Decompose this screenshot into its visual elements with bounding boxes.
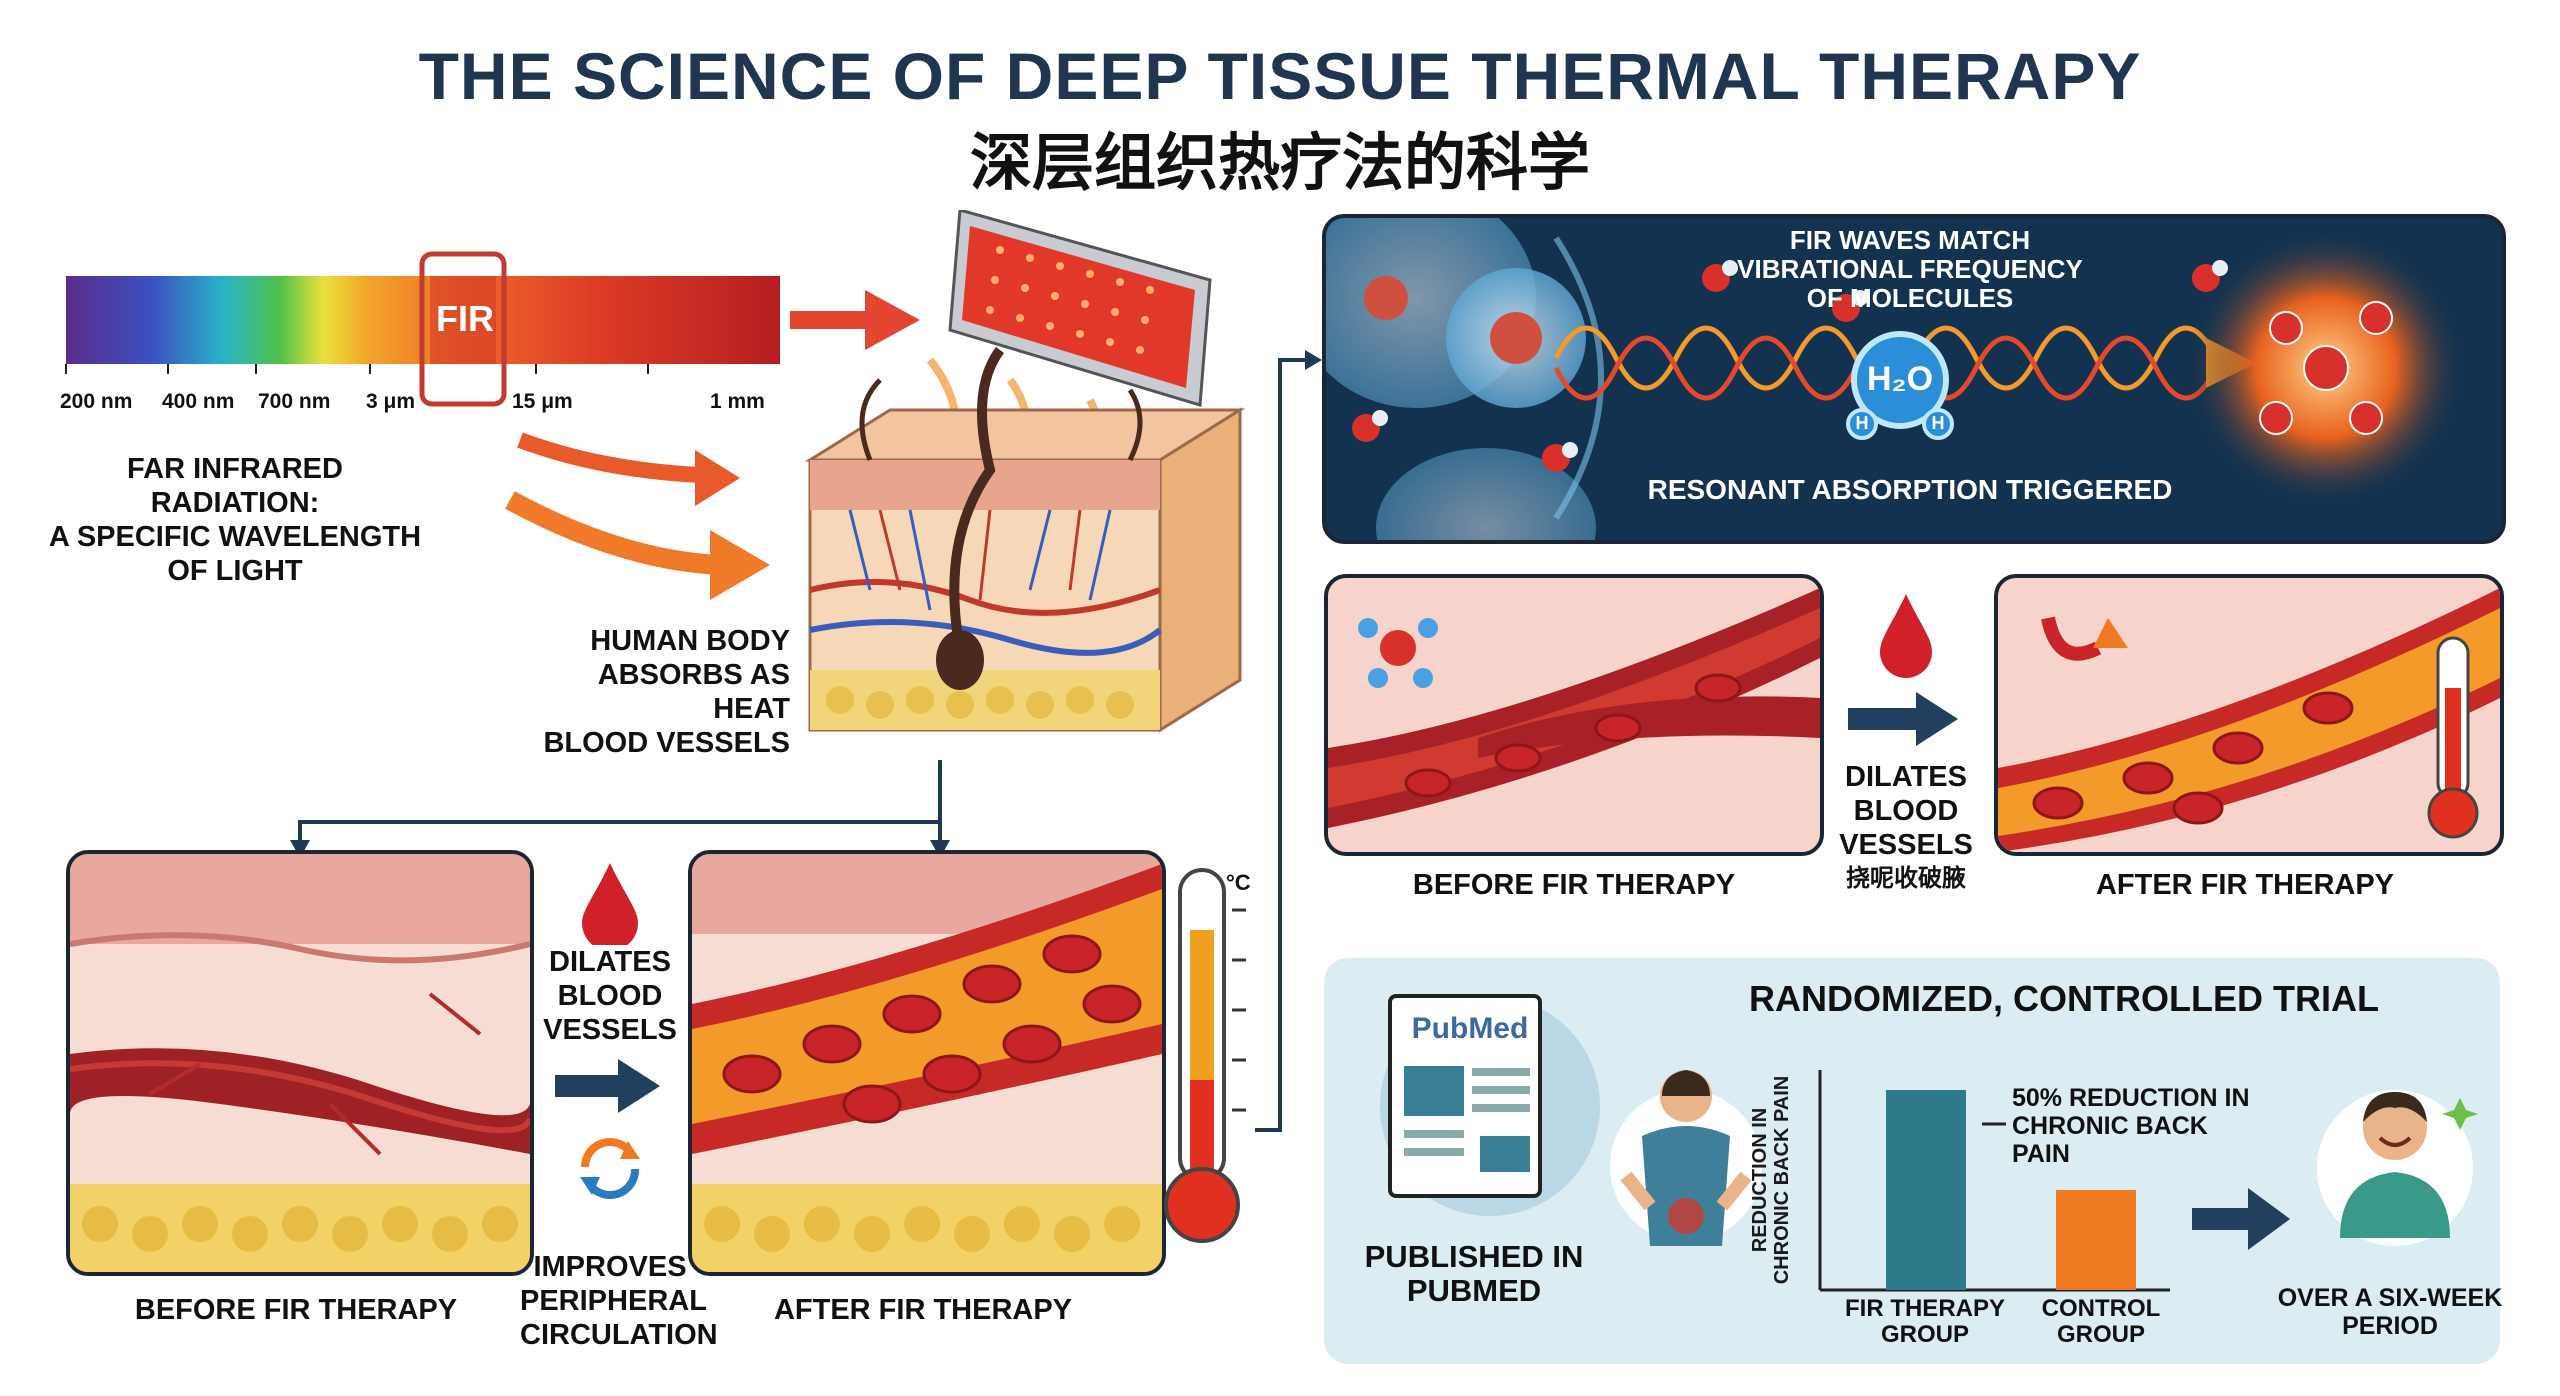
right-after-panel [1994, 574, 2504, 856]
heat-lamp [948, 210, 1212, 407]
circulation-cycle-icon [580, 1138, 640, 1200]
page-subtitle: 深层组织热疗法的科学 [969, 129, 1590, 198]
right-after-label: AFTER FIR THERAPY [2095, 869, 2395, 901]
left-after-panel [688, 850, 1166, 1276]
callout-line [1982, 1122, 2006, 1126]
hydrogen-label: H [1931, 413, 1945, 433]
hydrogen-label: H [1855, 413, 1869, 433]
fir-band-label: FIR [436, 298, 494, 339]
spectrum-caption: FAR INFRARED RADIATION:A SPECIFIC WAVELE… [48, 453, 422, 587]
water-label: H₂O [1866, 360, 1934, 398]
tick-label: 400 nm [162, 390, 235, 413]
water-molecule-icon [1846, 331, 1954, 440]
back-pain-person-icon [1610, 1070, 1762, 1246]
blood-drop-icon [1880, 594, 1932, 678]
right-before-panel [1324, 574, 1824, 856]
left-after-label: AFTER FIR THERAPY [773, 1294, 1073, 1326]
left-before-panel [66, 850, 534, 1276]
blood-drop-icon [582, 863, 638, 945]
tick-label: 15 μm [512, 390, 573, 413]
fir-arrows [505, 290, 920, 600]
bar-fir-therapy [1886, 1090, 1966, 1290]
page-title: THE SCIENCE OF DEEP TISSUE THERMAL THERA… [418, 39, 2142, 113]
happy-person-icon [2317, 1090, 2478, 1246]
tick-label: 700 nm [258, 390, 331, 413]
tick-label: 200 nm [60, 390, 133, 413]
arrow-right-icon [2192, 1188, 2290, 1250]
molecule-footer: RESONANT ABSORPTION TRIGGERED [1647, 474, 2173, 505]
spectrum-section [60, 250, 800, 430]
pubmed-logo: PubMed [1411, 1012, 1529, 1045]
molecule-icon [1358, 618, 1438, 688]
trial-bar-chart [1818, 1070, 2170, 1292]
skin-cross-section [804, 210, 1246, 733]
arrow-right-icon [1848, 692, 1958, 746]
right-before-label: BEFORE FIR THERAPY [1412, 869, 1736, 901]
thermometer-unit: °C [1226, 870, 1251, 895]
chinese-caption: 挠呢收破腋 [1846, 865, 1966, 892]
arrow-right-icon [555, 1059, 660, 1113]
pubmed-document-icon [1380, 994, 1600, 1216]
tick-label: 3 μm [366, 390, 416, 413]
thermometer-icon [1164, 868, 1246, 1243]
bar-control [2056, 1190, 2136, 1290]
trial-title: RANDOMIZED, CONTROLLED TRIAL [1749, 978, 2379, 1019]
spectrum-bar [65, 251, 780, 407]
left-before-label: BEFORE FIR THERAPY [134, 1294, 458, 1326]
tick-label: 1 mm [710, 390, 765, 413]
